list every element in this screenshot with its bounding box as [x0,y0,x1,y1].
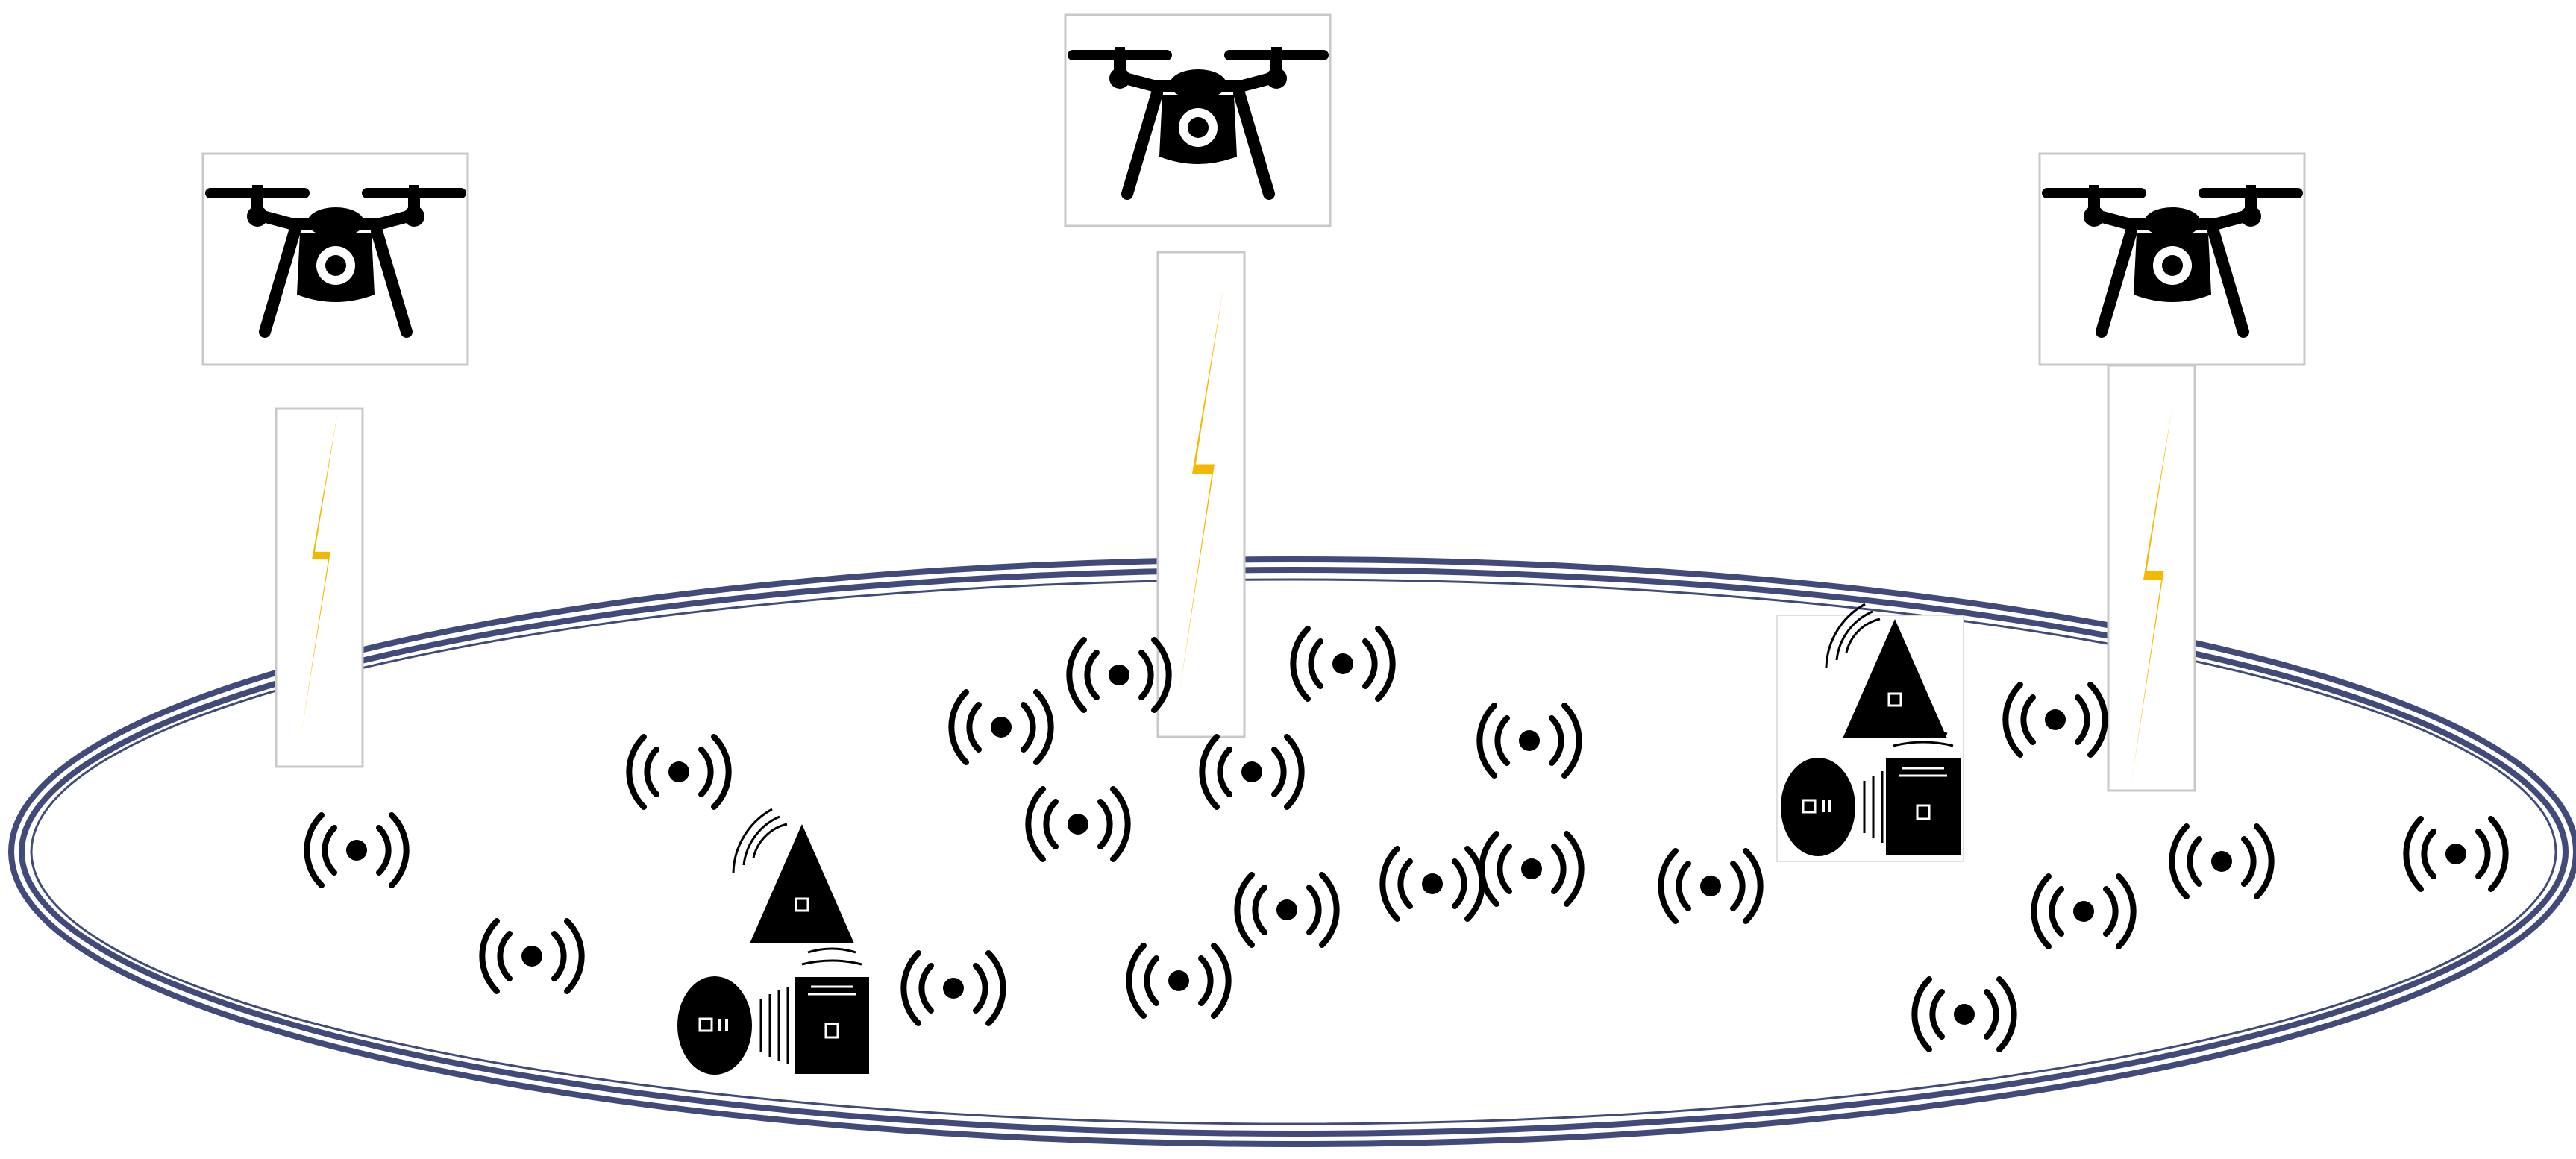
wireless-sensor-icon [1028,789,1127,859]
wireless-sensor-icon [2172,826,2271,896]
wireless-sensor-icon [2005,685,2105,755]
link-right [2107,364,2196,792]
wireless-sensor-icon [482,921,581,991]
wireless-sensor-icon [1914,979,2014,1049]
wireless-sensor-icon [1069,640,1168,710]
wireless-sensor-icon [903,953,1003,1023]
wireless-sensor-icon [1479,706,1579,776]
wireless-sensor-icon [1129,946,1228,1016]
wireless-sensor-icon [951,692,1050,762]
device-cluster-left [671,808,888,1081]
drone-left [203,152,468,366]
coverage-ellipse [8,556,2576,1147]
wireless-sensor-icon [307,815,406,885]
wireless-sensor-icon [629,737,728,807]
wireless-sensor-icon [1382,849,1482,919]
drone-center [1065,13,1330,227]
wireless-sensor-icon [1482,834,1581,904]
wireless-sensor-icon [2406,819,2505,889]
link-center [1156,251,1246,738]
drone-right [2040,152,2304,366]
wireless-sensor-icon [1293,629,1392,699]
wireless-sensor-icon [1661,851,1760,921]
device-cluster-right [1776,603,1964,862]
link-left [275,407,364,768]
wireless-sensor-icon [1202,737,1301,807]
wireless-sensor-icon [2034,876,2133,946]
wireless-sensor-icon [1237,875,1336,945]
